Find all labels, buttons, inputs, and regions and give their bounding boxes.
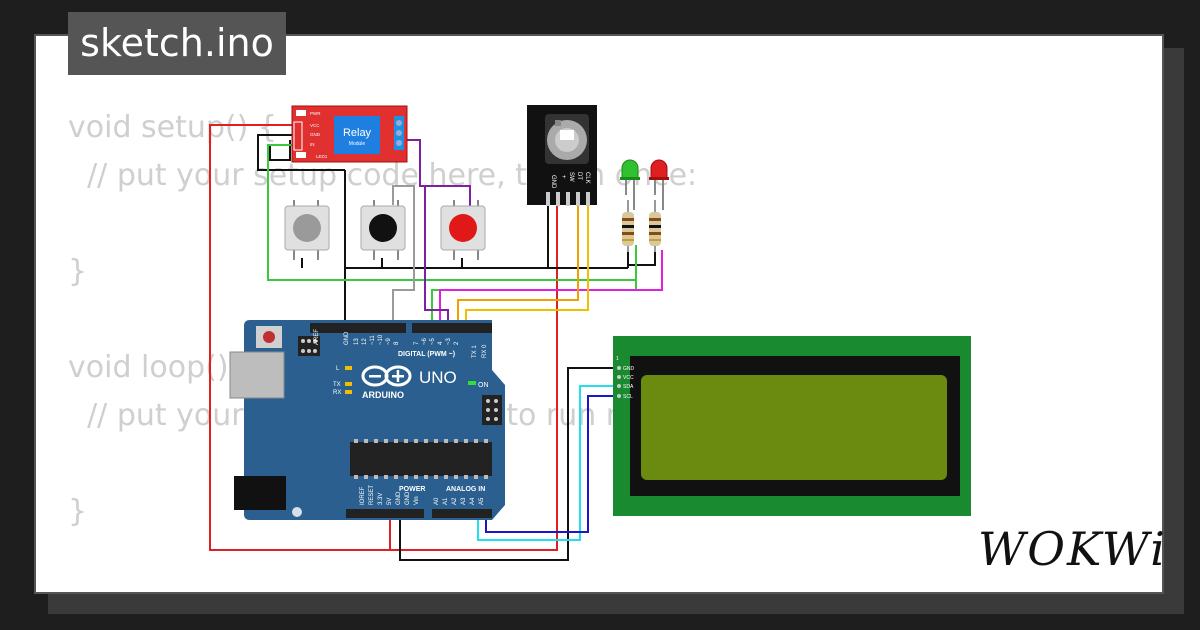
relay-pin-vcc: VCC (310, 123, 320, 128)
wire-green-led (431, 262, 637, 330)
arduino-uno-board[interactable]: AREF GND 13 12 ~11 ~10 ~9 8 7 ~6 ~5 4 ~3… (229, 320, 505, 520)
lcd-screen (641, 375, 947, 480)
pin-vin: Vin (414, 496, 420, 505)
resistor-2[interactable] (649, 200, 661, 252)
wires (209, 124, 663, 561)
led-green[interactable] (620, 159, 640, 210)
analog-header-label: ANALOG IN (446, 486, 485, 493)
filename-tab: sketch.ino (68, 12, 286, 75)
code-line: } (68, 494, 88, 529)
project-preview-card[interactable] (34, 34, 1164, 594)
lcd-pin-sda: SDA (623, 384, 634, 390)
wire-black-lcd-gnd (399, 367, 622, 561)
relay-led-label: LED1 (316, 154, 328, 159)
pin-7: 7 (414, 341, 420, 345)
pin-aref: AREF (314, 329, 320, 345)
relay-title: Relay (343, 127, 372, 139)
code-line: } (68, 254, 88, 289)
encoder-pin-dt: DT (576, 172, 582, 180)
wire-purple-btn (425, 185, 471, 210)
encoder-pin-sw: SW (568, 172, 574, 182)
pin-11: ~11 (370, 335, 376, 345)
on-led-label: ON (478, 382, 489, 389)
wire-black-relay-gnd (257, 134, 345, 171)
rotary-encoder[interactable]: GND + SW DT CLK (527, 105, 597, 206)
pin-3: ~3 (446, 337, 452, 345)
encoder-pin-gnd: GND (550, 175, 556, 189)
pin-3v3: 3.3V (378, 493, 384, 505)
wire-orange-encoder (457, 200, 579, 330)
pin-a4: A4 (470, 497, 476, 505)
lcd-pin-1: 1 (616, 356, 619, 362)
lcd-display[interactable]: 1 GND VCC SDA SCL (613, 336, 971, 516)
pin-tx1: TX 1 (472, 345, 478, 358)
reset-button (263, 331, 275, 343)
encoder-pin-clk: CLK (584, 172, 590, 184)
led-tx-label: TX (333, 382, 341, 388)
power-header-label: POWER (399, 486, 425, 493)
pin-a1: A1 (443, 497, 449, 505)
usb-port (229, 351, 285, 399)
power-jack (234, 476, 286, 510)
resistor-1[interactable] (622, 200, 634, 252)
pin-6: ~6 (422, 337, 428, 345)
lcd-pin-vcc: VCC (623, 375, 634, 381)
pin-9: ~9 (386, 337, 392, 345)
relay-pin-in: IN (310, 142, 315, 147)
pin-13: 13 (354, 338, 360, 345)
pin-a2: A2 (452, 497, 458, 505)
digital-header-label: DIGITAL (PWM ~) (398, 351, 455, 358)
pin-gnd-1: GND (396, 491, 402, 505)
lcd-pin-gnd: GND (623, 366, 635, 372)
pin-a5: A5 (479, 497, 485, 505)
pin-5v: 5V (387, 498, 393, 505)
code-line: void setup() { (68, 110, 277, 145)
pushbutton-red[interactable] (440, 200, 486, 260)
wire-black-led2 (628, 250, 656, 266)
pin-gnd-2: GND (405, 491, 411, 505)
relay-module[interactable]: Relay Module PWR VCC GND IN LED1 (291, 105, 408, 163)
led-rx-label: RX (333, 390, 341, 396)
pin-a0: A0 (434, 497, 440, 505)
pin-ioref: IOREF (360, 486, 366, 505)
pin-gnd-top: GND (344, 331, 350, 345)
wire-red-5v (209, 124, 391, 551)
pin-4: 4 (438, 341, 444, 345)
pin-2: 2 (454, 341, 460, 345)
wokwi-logo: WOKWi (978, 522, 1167, 576)
pin-8: 8 (394, 341, 400, 345)
pin-10: ~10 (378, 334, 384, 345)
relay-subtitle: Module (349, 141, 366, 147)
lcd-pin-scl: SCL (623, 394, 633, 400)
wire-red-5v-encoder (390, 200, 558, 551)
led-red[interactable] (649, 159, 669, 210)
pin-12: 12 (362, 338, 368, 345)
wire-blue-scl (485, 395, 622, 533)
encoder-pin-plus: + (560, 175, 566, 179)
relay-pwr-label: PWR (310, 111, 321, 116)
pin-a3: A3 (461, 497, 467, 505)
model-label: UNO (419, 368, 457, 387)
relay-cube (334, 116, 380, 154)
relay-pin-gnd: GND (310, 132, 321, 137)
arduino-infinity-logo (361, 365, 412, 387)
pin-reset: RESET (369, 485, 375, 505)
pin-rx0: RX 0 (482, 344, 488, 358)
wire-cyan-sda (477, 385, 622, 541)
brand-label: ARDUINO (362, 390, 404, 400)
pushbutton-black[interactable] (360, 200, 406, 260)
pin-5: ~5 (430, 337, 436, 345)
wire-gray-btn2 (392, 185, 415, 330)
atmega-chip (350, 442, 492, 476)
led-l-label: L (336, 366, 340, 372)
pushbutton-gray[interactable] (284, 200, 330, 260)
